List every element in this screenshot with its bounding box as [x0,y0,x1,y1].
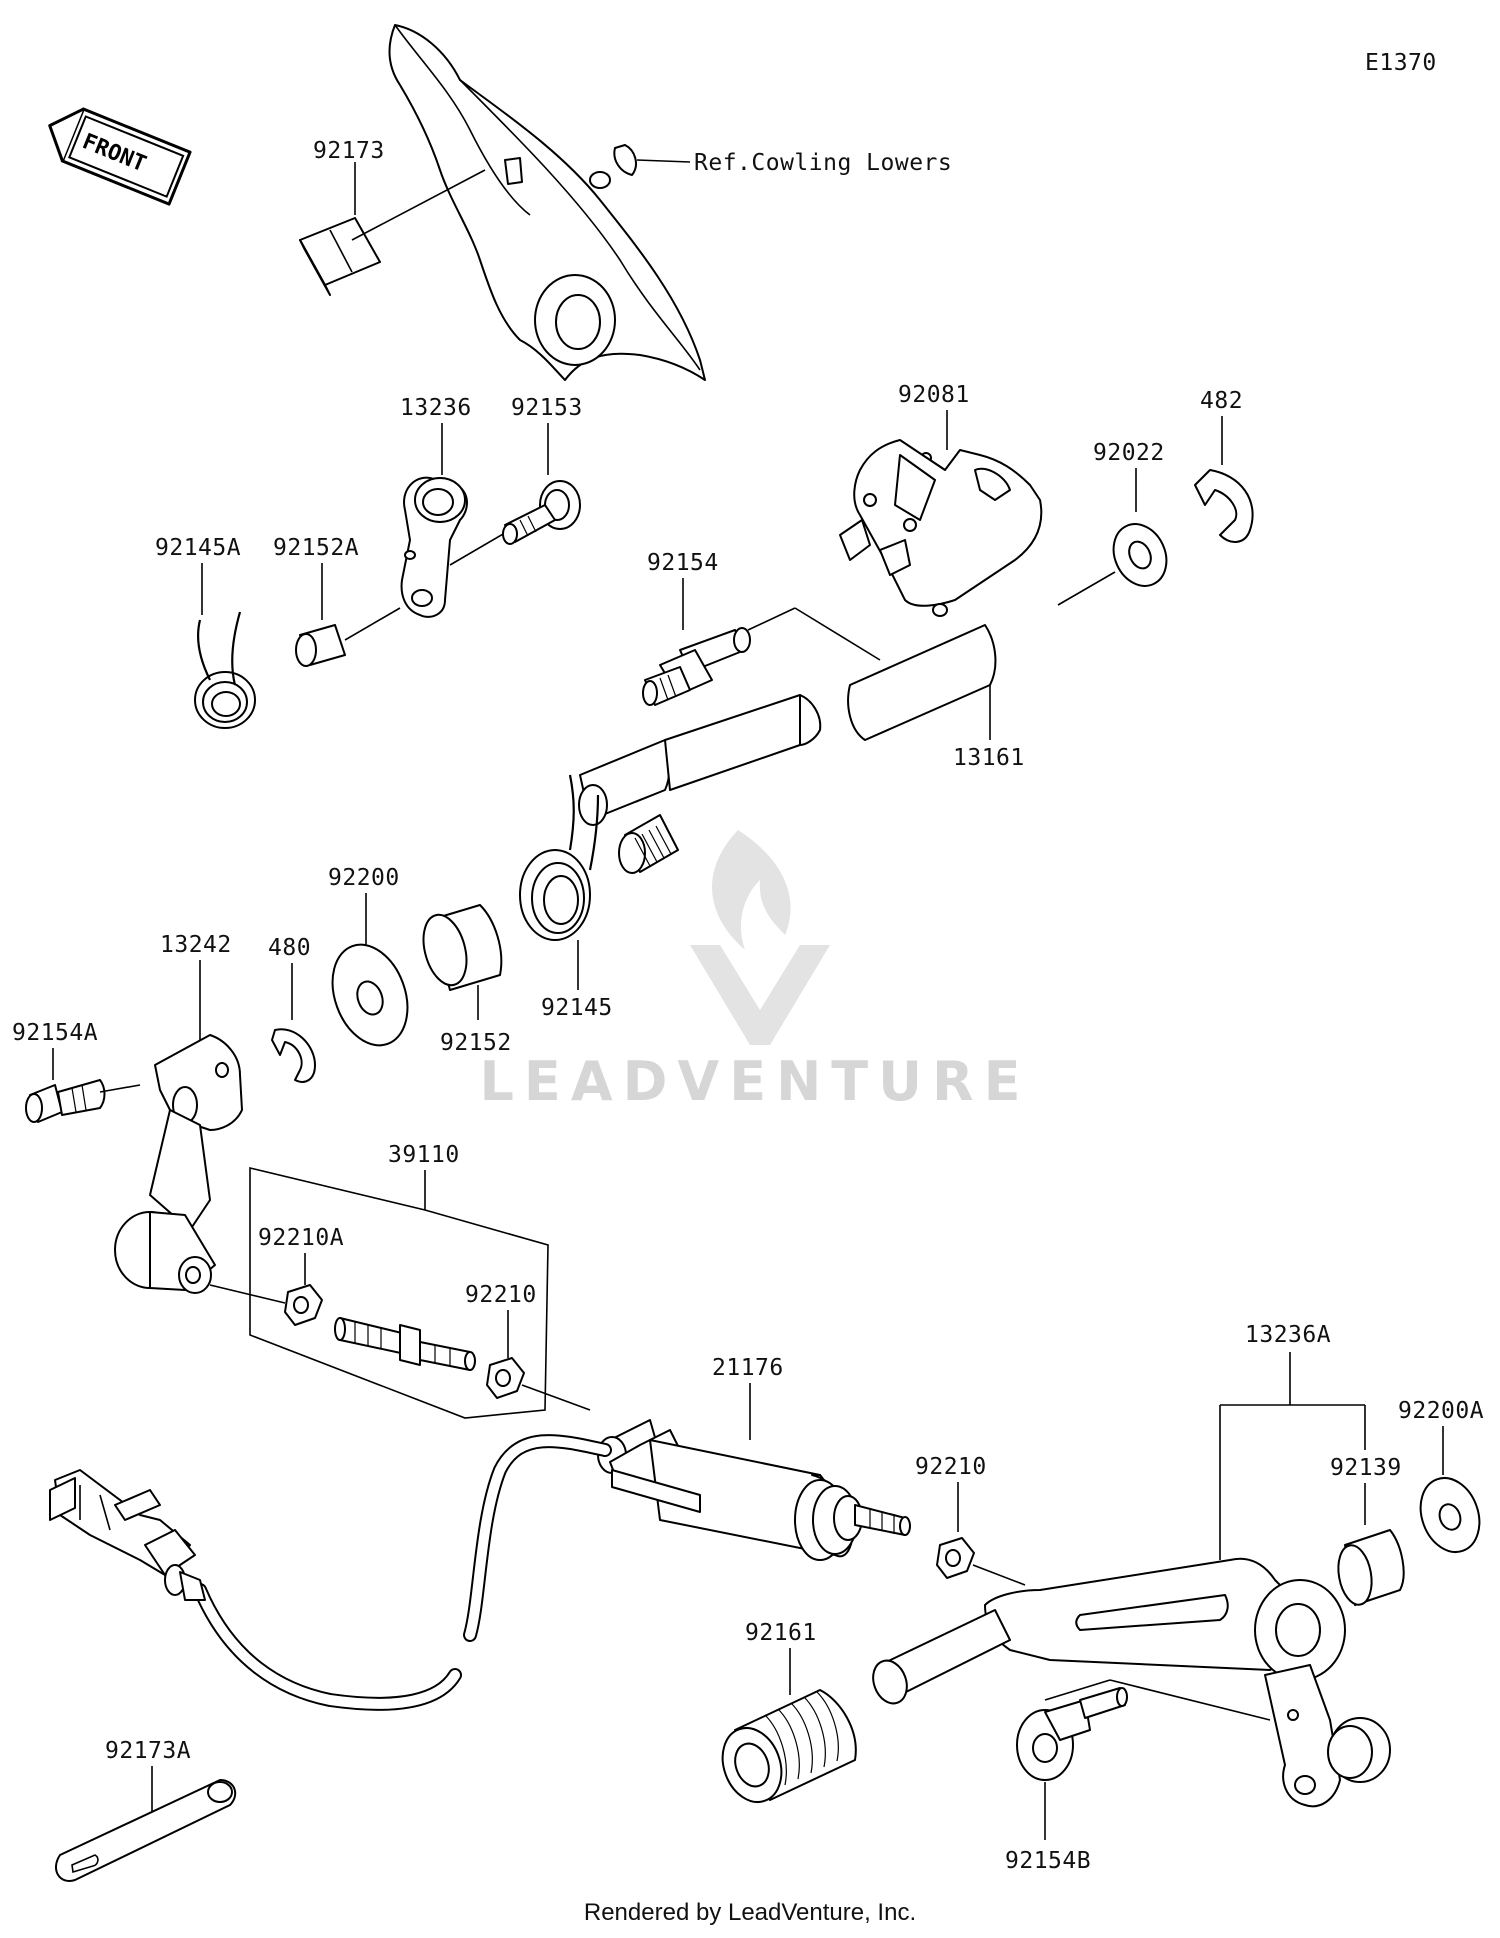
sensor-wire [193,1434,612,1711]
label-13242: 13242 [160,932,232,958]
label-39110: 39110 [388,1142,460,1168]
label-92154A: 92154A [12,1020,98,1046]
leader-line [449,529,511,566]
leader-line [344,607,401,641]
watermark-text: LEADVENTURE [480,1050,1031,1113]
label-13161: 13161 [953,745,1025,771]
leader-line [1057,571,1116,606]
leader-line [747,607,796,631]
assembly-bracket [249,1166,549,1419]
part-92152A-collar [295,624,346,667]
label-92145A: 92145A [155,535,241,561]
leader-line [972,1564,1026,1586]
label-92173: 92173 [313,138,385,164]
part-92210-nut-b [936,1537,975,1579]
part-92154A-bolt [25,1079,106,1123]
label-92210-a: 92210 [465,1282,537,1308]
label-92161: 92161 [745,1620,817,1646]
part-92210A-nut [284,1284,323,1326]
label-480: 480 [268,935,311,961]
part-21176-shift-sensor [597,1419,911,1561]
footer-credit: Rendered by LeadVenture, Inc. [584,1899,916,1926]
leader-line [99,1084,141,1093]
cowling-cover [388,24,706,381]
label-92210A: 92210A [258,1225,344,1251]
label-92145: 92145 [541,995,613,1021]
part-92145-spring [519,774,600,941]
ref-note: Ref.Cowling Lowers [694,150,952,176]
label-92152A: 92152A [273,535,359,561]
part-92161-pedal-rubber [721,1689,857,1803]
part-92173A-strip [55,1779,237,1882]
leader-line [636,159,691,163]
label-92200: 92200 [328,865,400,891]
part-92200-washer [331,943,409,1047]
part-92173-pad [299,217,381,296]
part-92154B-bolt [1016,1687,1128,1781]
label-21176: 21176 [712,1355,784,1381]
label-92153: 92153 [511,395,583,421]
part-480-circlip [271,1028,316,1083]
part-tie-rod [334,1317,476,1371]
part-92139-bushing [1337,1529,1405,1606]
label-92081: 92081 [898,382,970,408]
label-92154B: 92154B [1005,1848,1091,1874]
label-92139: 92139 [1330,1455,1402,1481]
front-arrow-icon: FRONT [48,107,192,206]
label-92210-b: 92210 [915,1454,987,1480]
label-482: 482 [1200,388,1243,414]
watermark-logo: LEADVENTURE [480,830,1031,1113]
label-92022: 92022 [1093,440,1165,466]
leader-line [1109,1679,1271,1721]
label-13236A: 13236A [1245,1322,1331,1348]
label-92152: 92152 [440,1030,512,1056]
part-92145A-spring [194,611,256,729]
diagram-code: E1370 [1365,50,1437,76]
assembly-bracket [1219,1352,1366,1560]
part-482-eclip [1194,469,1254,543]
sensor-connector-icon [49,1469,206,1601]
part-13161-shift-shaft [578,439,1043,874]
part-92153-bolt [502,480,581,545]
leader-line [209,1284,286,1304]
part-92154-bolt [642,627,751,706]
part-13236A-shift-pedal [872,1557,1391,1808]
leader-line [351,169,486,241]
part-92200A-washer [1419,1477,1481,1553]
label-13236: 13236 [400,395,472,421]
part-92210-nut-a [486,1357,525,1399]
part-13236-lever [400,476,468,618]
part-92152-collar [422,904,503,991]
leader-line [1044,1679,1111,1701]
part-13242-shift-arm [114,1034,243,1294]
label-92154: 92154 [647,550,719,576]
label-92200A: 92200A [1398,1398,1484,1424]
part-92022-washer [1112,523,1168,587]
leader-line [794,607,881,661]
label-92173A: 92173A [105,1738,191,1764]
leader-line [521,1384,591,1411]
